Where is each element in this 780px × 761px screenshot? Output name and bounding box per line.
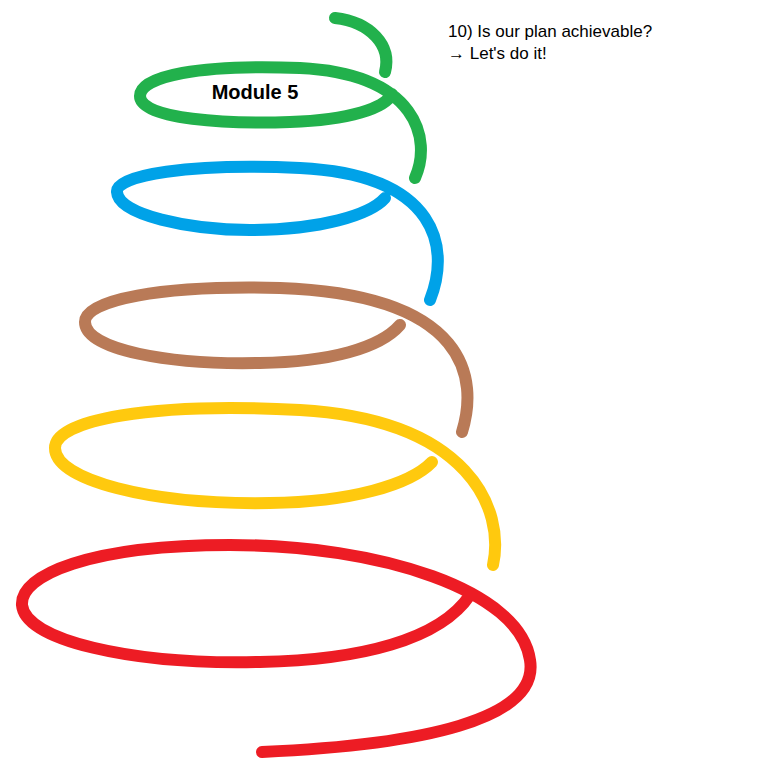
step-answer-box: → Let's do it!: [448, 44, 547, 64]
spiral-green: [140, 67, 421, 178]
step-answer: → Let's do it!: [448, 44, 547, 64]
module-title: Module 5: [212, 80, 299, 104]
step-question: 10) Is our plan achievable?: [448, 22, 652, 42]
spiral-blue: [117, 167, 438, 300]
module-title-box: Module 5: [212, 80, 299, 104]
spiral-yellow: [55, 408, 495, 565]
step-question-box: 10) Is our plan achievable?: [448, 22, 652, 42]
spiral-brown: [85, 288, 467, 432]
spiral-red: [22, 545, 531, 752]
spiral-green-top: [335, 18, 386, 72]
